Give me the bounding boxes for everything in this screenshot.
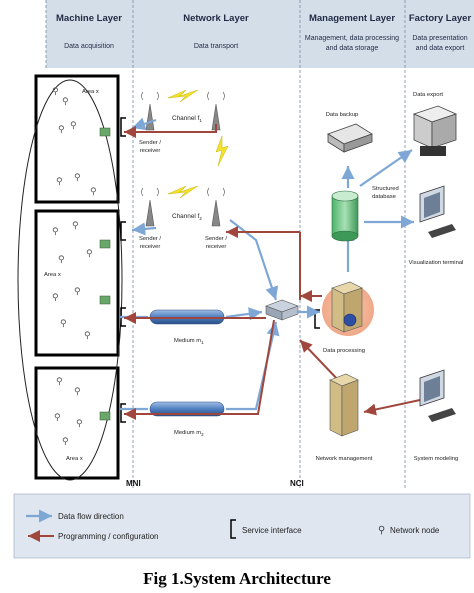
svg-text:⚲: ⚲	[52, 293, 59, 303]
legend-service-label: Service interface	[242, 526, 302, 535]
printer-icon	[412, 105, 458, 156]
nci-label: NCI	[290, 479, 304, 488]
network-management-server-icon	[329, 373, 359, 437]
sender-label: Sender /	[139, 140, 161, 146]
svg-text:⚲: ⚲	[72, 221, 79, 231]
layer-subtitle-network: Data transport	[194, 43, 238, 50]
signal-waves	[141, 91, 225, 197]
svg-text:⚲: ⚲	[58, 255, 65, 265]
layer-subtitle-management: Management, data processing	[305, 35, 399, 42]
header-band	[46, 0, 474, 68]
svg-text:⚲: ⚲	[76, 419, 83, 429]
sender-label: Sender /	[139, 236, 161, 242]
server-icon	[331, 281, 363, 333]
sender-label: Sender /	[205, 236, 227, 242]
legend-box	[13, 493, 471, 559]
service-interface-bracket	[120, 221, 126, 241]
layer-title-machine: Machine Layer	[56, 13, 122, 24]
data-export-label: Data export	[413, 92, 443, 98]
svg-text:⚲: ⚲	[74, 287, 81, 297]
layer-subtitle2-factory: and data export	[416, 45, 465, 52]
svg-text:⚲: ⚲	[56, 377, 63, 387]
layer-title-management: Management Layer	[309, 13, 395, 24]
svg-text:⚲: ⚲	[52, 227, 59, 237]
modeling-terminal-icon	[419, 369, 456, 422]
visualization-label: Visualization terminal	[409, 260, 464, 266]
sender-label: receiver	[140, 244, 161, 250]
svg-text:⚲: ⚲	[56, 177, 63, 187]
area-box	[34, 74, 120, 204]
area-box	[34, 209, 120, 357]
legend-service-bracket	[230, 519, 236, 539]
svg-text:⚲: ⚲	[74, 173, 81, 183]
network-switch-icon	[265, 299, 299, 321]
svg-text:⚲: ⚲	[70, 121, 77, 131]
svg-text:⚲: ⚲	[58, 125, 65, 135]
svg-text:⚲: ⚲	[54, 413, 61, 423]
data-backup-icon	[327, 123, 373, 153]
database-label: database	[372, 194, 396, 200]
network-node-icon: ⚲⚲⚲⚲ ⚲⚲⚲ ⚲⚲⚲⚲ ⚲⚲⚲⚲ ⚲⚲⚲⚲⚲	[52, 87, 97, 447]
layer-title-factory: Factory Layer	[409, 13, 472, 24]
gateway-icon	[99, 127, 111, 421]
svg-text:⚲: ⚲	[62, 437, 69, 447]
legend-data-flow-label: Data flow direction	[58, 512, 124, 521]
configuration-arrows	[124, 124, 421, 420]
mni-label: MNI	[126, 479, 141, 488]
wireless-channel-bolt-vertical	[215, 135, 229, 167]
svg-text:⚲: ⚲	[84, 331, 91, 341]
area-label: Area x	[82, 89, 99, 95]
medium-label: Medium m2	[174, 430, 204, 437]
wireless-channel-bolt	[167, 89, 199, 103]
data-backup-label: Data backup	[326, 112, 359, 118]
legend-node-label: Network node	[390, 526, 440, 535]
wireless-channel-bolt	[167, 185, 199, 199]
area-ellipse	[17, 79, 123, 481]
network-management-label: Network management	[316, 456, 373, 462]
layer-subtitle-machine: Data acquisition	[64, 43, 114, 50]
sender-label: receiver	[206, 244, 227, 250]
layer-subtitle-factory: Data presentation	[412, 35, 467, 42]
monitor-icon	[419, 185, 456, 238]
medium-tube	[149, 401, 225, 417]
service-interface-bracket	[120, 117, 126, 137]
data-processing-label: Data processing	[323, 348, 365, 354]
channel-label: Channel f1	[172, 115, 202, 123]
system-modeling-label: System modeling	[414, 456, 458, 462]
legend-node-icon: ⚲	[378, 525, 385, 536]
sender-label: receiver	[140, 148, 161, 154]
layer-subtitle2-management: and data storage	[326, 45, 379, 52]
svg-text:⚲: ⚲	[60, 319, 67, 329]
database-icon	[331, 190, 359, 242]
svg-text:⚲: ⚲	[86, 249, 93, 259]
sender-receiver-antenna-icon	[145, 103, 221, 227]
database-label: Structured	[372, 186, 399, 192]
area-label: Area x	[66, 456, 83, 462]
svg-text:⚲: ⚲	[74, 387, 81, 397]
svg-text:⚲: ⚲	[62, 97, 69, 107]
medium-label: Medium m1	[174, 338, 204, 345]
svg-text:⚲: ⚲	[52, 87, 59, 97]
service-interface-bracket	[120, 403, 126, 423]
layer-title-network: Network Layer	[183, 13, 249, 24]
area-label: Area x	[44, 272, 61, 278]
legend-config-label: Programming / configuration	[58, 532, 159, 541]
figure-caption: Fig 1.System Architecture	[143, 569, 331, 588]
channel-label: Channel f2	[172, 213, 202, 221]
svg-text:⚲: ⚲	[90, 187, 97, 197]
